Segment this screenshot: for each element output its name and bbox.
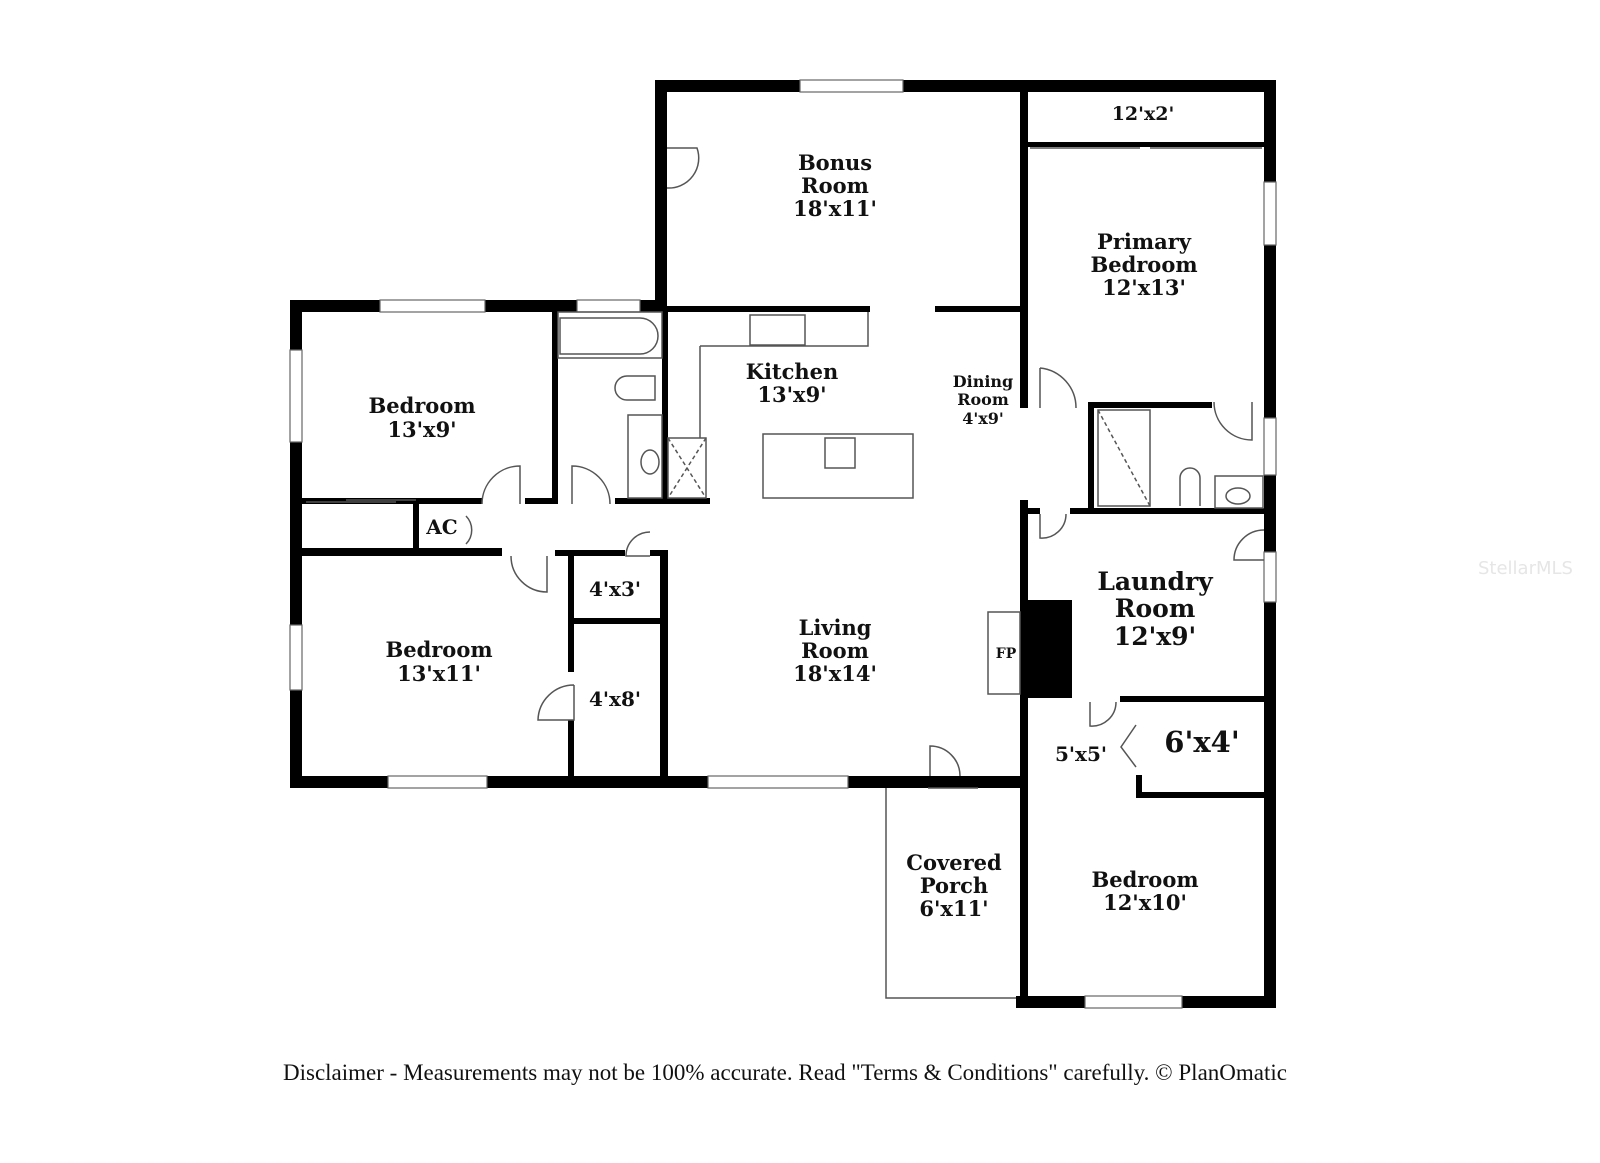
disclaimer: Disclaimer - Measurements may not be 100… bbox=[283, 1060, 1287, 1085]
closet-b-size: 4'x8' bbox=[589, 687, 641, 711]
fireplace-label: FP bbox=[996, 646, 1017, 662]
watermark: StellarMLS bbox=[1478, 558, 1573, 579]
doors bbox=[465, 147, 1265, 999]
windows bbox=[289, 79, 1277, 1009]
closet-a-size: 4'x3' bbox=[589, 577, 641, 601]
closet-top-size: 12'x2' bbox=[1112, 103, 1175, 125]
fixtures bbox=[306, 147, 1264, 695]
bonus-room-label: Bonus bbox=[798, 150, 872, 175]
primary-bedroom-size: 12'x13' bbox=[1102, 275, 1186, 300]
bedroom3-label: Bedroom bbox=[1091, 867, 1198, 892]
ac-label: AC bbox=[425, 515, 457, 539]
bedroom2-label: Bedroom bbox=[385, 637, 492, 662]
laundry-room-label: Laundry bbox=[1097, 567, 1214, 596]
closet-c-size: 5'x5' bbox=[1055, 742, 1107, 766]
laundry-room-label-2: Room bbox=[1115, 594, 1196, 623]
laundry-room-size: 12'x9' bbox=[1114, 622, 1196, 651]
dining-room-label: Dining bbox=[953, 372, 1013, 391]
living-room-size: 18'x14' bbox=[793, 661, 877, 686]
bedroom3-size: 12'x10' bbox=[1103, 890, 1187, 915]
covered-porch-label-2: Porch bbox=[920, 873, 988, 898]
kitchen-label: Kitchen bbox=[746, 359, 839, 384]
primary-bedroom-label: Primary bbox=[1097, 229, 1192, 254]
closet-d-size: 6'x4' bbox=[1164, 725, 1239, 759]
bonus-room-label-2: Room bbox=[801, 173, 869, 198]
bedroom1-label: Bedroom bbox=[368, 393, 475, 418]
dining-room-size: 4'x9' bbox=[962, 409, 1004, 428]
living-room-label-2: Room bbox=[801, 638, 869, 663]
bonus-room-size: 18'x11' bbox=[793, 196, 877, 221]
dining-room-label-2: Room bbox=[957, 390, 1009, 409]
living-room-label: Living bbox=[799, 615, 872, 640]
room-labels: Bonus Room 18'x11' 12'x2' Primary Bedroo… bbox=[368, 103, 1239, 921]
bedroom1-size: 13'x9' bbox=[387, 417, 456, 442]
primary-bedroom-label-2: Bedroom bbox=[1090, 252, 1197, 277]
covered-porch-size: 6'x11' bbox=[919, 896, 988, 921]
bedroom2-size: 13'x11' bbox=[397, 661, 481, 686]
kitchen-size: 13'x9' bbox=[757, 382, 826, 407]
covered-porch-label: Covered bbox=[906, 850, 1002, 875]
